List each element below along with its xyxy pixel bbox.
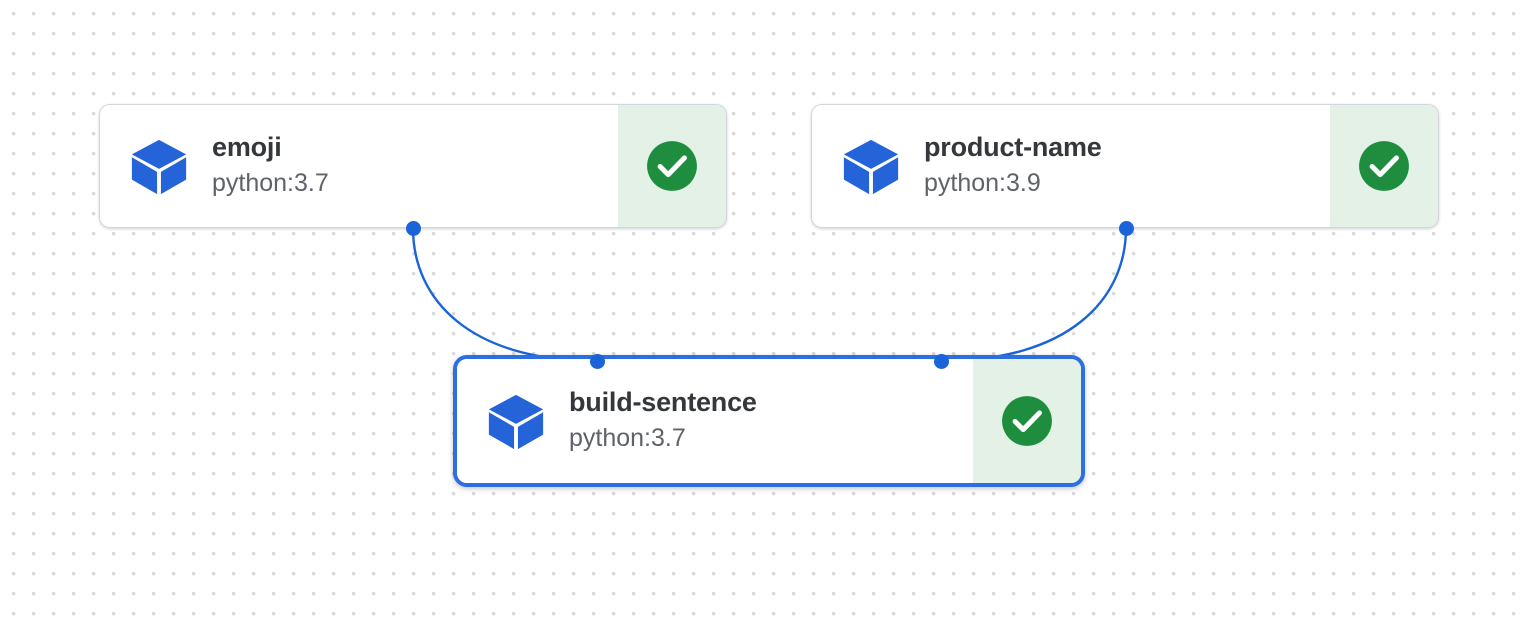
check-circle-icon [647, 141, 697, 191]
node-title: build-sentence [569, 387, 757, 418]
handle-product-name-source[interactable] [1118, 220, 1134, 236]
edge-product-name-to-build-sentence [939, 226, 1128, 363]
check-circle-icon [1002, 396, 1052, 446]
node-text: product-name python:3.9 [924, 132, 1102, 200]
cube-icon [131, 139, 187, 195]
status-badge [1330, 105, 1438, 227]
handle-emoji-source[interactable] [405, 220, 421, 236]
node-title: emoji [212, 132, 282, 163]
node-body: product-name python:3.9 [812, 105, 1330, 227]
node-product-name[interactable]: product-name python:3.9 [811, 104, 1439, 228]
cube-icon [843, 139, 899, 195]
status-badge [618, 105, 726, 227]
node-subtitle: python:3.9 [924, 169, 1041, 198]
check-circle-icon [1359, 141, 1409, 191]
node-subtitle: python:3.7 [212, 169, 329, 198]
handle-build-sentence-target-left[interactable] [589, 353, 605, 369]
edge-emoji-to-build-sentence [411, 226, 599, 363]
node-subtitle: python:3.7 [569, 424, 686, 453]
node-body: emoji python:3.7 [100, 105, 618, 227]
node-body: build-sentence python:3.7 [457, 359, 973, 483]
node-title: product-name [924, 132, 1102, 163]
node-text: build-sentence python:3.7 [569, 387, 757, 455]
node-emoji[interactable]: emoji python:3.7 [99, 104, 727, 228]
cube-icon [488, 394, 544, 450]
node-build-sentence[interactable]: build-sentence python:3.7 [453, 355, 1085, 487]
node-text: emoji python:3.7 [212, 132, 329, 200]
handle-build-sentence-target-right[interactable] [933, 353, 949, 369]
status-badge [973, 359, 1081, 483]
